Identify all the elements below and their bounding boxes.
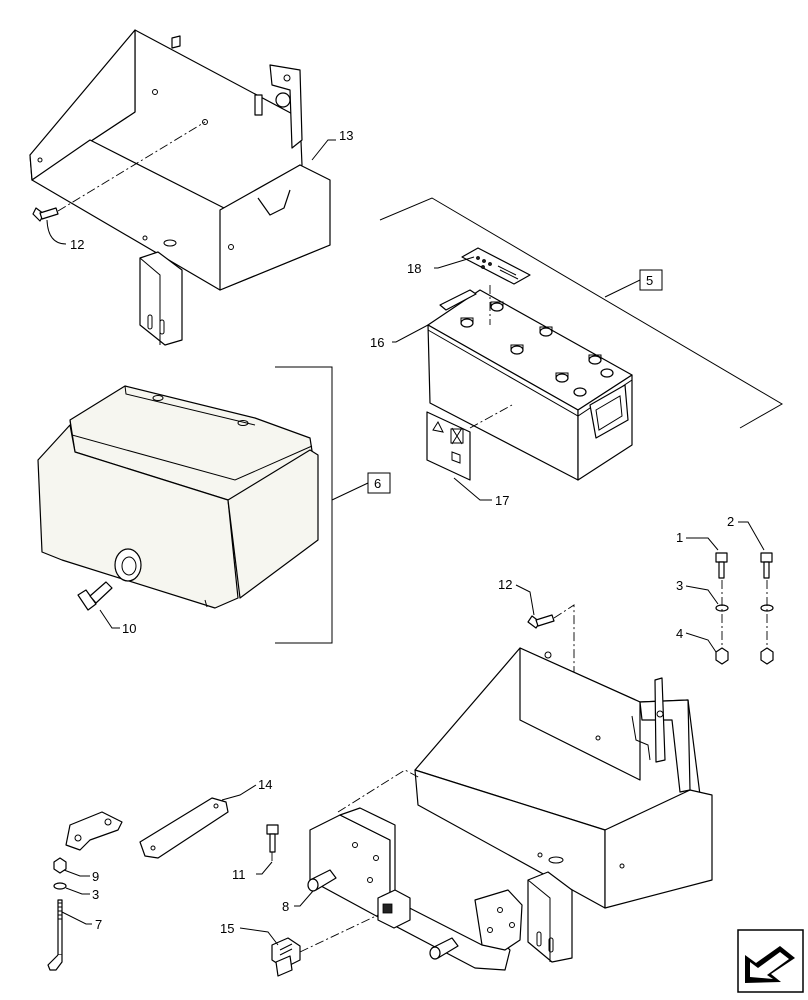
- callout-10: 10: [122, 621, 136, 636]
- nut-4-right: [760, 647, 774, 665]
- callout-11: 11: [232, 867, 246, 882]
- callout-16: 16: [370, 335, 384, 350]
- callout-13: 13: [339, 128, 353, 143]
- battery-warning-decal-icon: [426, 411, 471, 481]
- pin-lower: [429, 937, 459, 960]
- bolt-upper: [32, 207, 59, 222]
- clamp-plate: [65, 811, 123, 851]
- callout-1: 1: [676, 530, 683, 545]
- washer-3-lower: [53, 882, 67, 890]
- bolt-2: [760, 552, 773, 579]
- callout-8: 8: [282, 899, 289, 914]
- group-bracket-6: [275, 366, 333, 644]
- front-direction-arrow-icon: [737, 929, 804, 993]
- callout-18: 18: [407, 261, 421, 276]
- callout-9: 9: [92, 869, 99, 884]
- centerline-bolt-upper: [57, 121, 206, 212]
- callout-12-upper: 12: [70, 237, 84, 252]
- leader-lines: [46, 139, 765, 946]
- callout-14: 14: [258, 777, 272, 792]
- bolt-11: [266, 824, 279, 853]
- mounting-plate: [309, 807, 523, 971]
- nut-9: [53, 857, 67, 874]
- callout-3-lower: 3: [92, 887, 99, 902]
- battery: [427, 289, 633, 481]
- group-bracket-5: [379, 197, 783, 429]
- callout-3-right: 3: [676, 578, 683, 593]
- battery-tray-upper: [29, 29, 331, 346]
- battery-decal: [461, 247, 531, 285]
- callout-labels: 12 13 18 16 5 6 17 10 1 2 3 4 12 14 11 8…: [70, 128, 734, 936]
- cable-clip-connector: [271, 937, 301, 977]
- pin-upper: [307, 869, 337, 892]
- callout-17: 17: [495, 493, 509, 508]
- callout-12-lower: 12: [498, 577, 512, 592]
- hold-down-strap: [139, 797, 229, 859]
- callout-15: 15: [220, 921, 234, 936]
- battery-tray-lower: [414, 647, 713, 963]
- callout-2: 2: [727, 514, 734, 529]
- callout-6: 6: [374, 476, 381, 491]
- callout-4: 4: [676, 626, 683, 641]
- battery-cover: [37, 385, 319, 609]
- bolt-1: [715, 552, 728, 579]
- wing-bolt: [77, 581, 113, 611]
- callout-5: 5: [646, 273, 653, 288]
- j-hook-rod: [47, 899, 63, 971]
- bolt-lower: [527, 614, 555, 629]
- nut-4-left: [715, 647, 729, 665]
- callout-7: 7: [95, 917, 102, 932]
